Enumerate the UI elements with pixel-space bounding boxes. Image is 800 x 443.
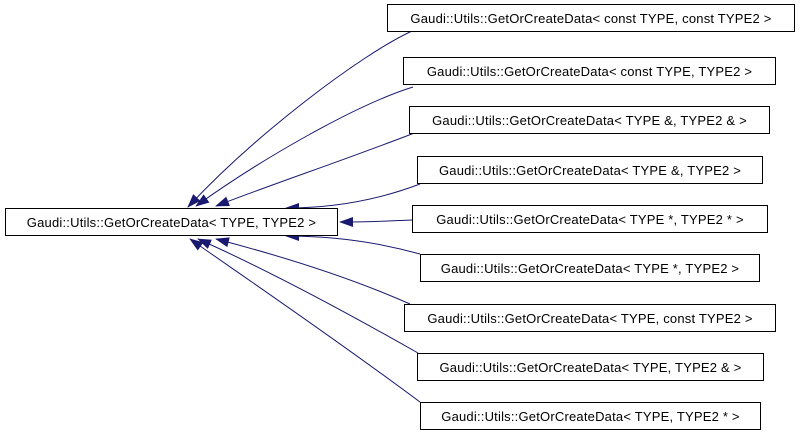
class-node-label: Gaudi::Utils::GetOrCreateData< TYPE, TYP… [26, 214, 317, 230]
class-node-specialization-type-ptr-type2-ptr[interactable]: Gaudi::Utils::GetOrCreateData< TYPE *, T… [412, 205, 768, 233]
inheritance-arrow [195, 86, 414, 207]
class-node-label: Gaudi::Utils::GetOrCreateData< TYPE, TYP… [441, 408, 740, 424]
inheritance-arrow [215, 131, 418, 207]
inheritance-arrow [187, 30, 413, 208]
class-node-label: Gaudi::Utils::GetOrCreateData< TYPE *, T… [436, 211, 744, 227]
inheritance-arrow [339, 216, 413, 227]
class-node-label: Gaudi::Utils::GetOrCreateData< TYPE *, T… [440, 260, 740, 276]
inheritance-arrow [215, 237, 411, 305]
class-node-label: Gaudi::Utils::GetOrCreateData< TYPE, con… [427, 310, 753, 326]
class-node-specialization-type-ref-type2[interactable]: Gaudi::Utils::GetOrCreateData< TYPE &, T… [417, 156, 763, 184]
class-node-specialization-type-type2-ptr[interactable]: Gaudi::Utils::GetOrCreateData< TYPE, TYP… [420, 402, 761, 430]
class-node-specialization-type-ptr-type2[interactable]: Gaudi::Utils::GetOrCreateData< TYPE *, T… [420, 254, 760, 282]
class-node-specialization-type-const-type2[interactable]: Gaudi::Utils::GetOrCreateData< TYPE, con… [404, 304, 776, 332]
class-node-label: Gaudi::Utils::GetOrCreateData< const TYP… [410, 10, 772, 26]
class-node-label: Gaudi::Utils::GetOrCreateData< TYPE, TYP… [439, 359, 742, 375]
class-node-specialization-const-type-const-type2[interactable]: Gaudi::Utils::GetOrCreateData< const TYP… [387, 4, 795, 32]
class-node-base[interactable]: Gaudi::Utils::GetOrCreateData< TYPE, TYP… [5, 208, 338, 236]
inheritance-arrow [285, 231, 421, 255]
inheritance-arrow [197, 238, 419, 354]
class-node-specialization-const-type-type2[interactable]: Gaudi::Utils::GetOrCreateData< const TYP… [403, 57, 776, 85]
class-node-specialization-type-type2-ref[interactable]: Gaudi::Utils::GetOrCreateData< TYPE, TYP… [417, 353, 764, 381]
class-node-label: Gaudi::Utils::GetOrCreateData< const TYP… [426, 63, 753, 79]
class-node-label: Gaudi::Utils::GetOrCreateData< TYPE &, T… [438, 162, 742, 178]
inheritance-arrow [285, 183, 421, 213]
class-node-specialization-type-ref-type2-ref[interactable]: Gaudi::Utils::GetOrCreateData< TYPE &, T… [409, 106, 770, 134]
inheritance-arrow [189, 238, 421, 403]
class-node-label: Gaudi::Utils::GetOrCreateData< TYPE &, T… [432, 112, 747, 128]
